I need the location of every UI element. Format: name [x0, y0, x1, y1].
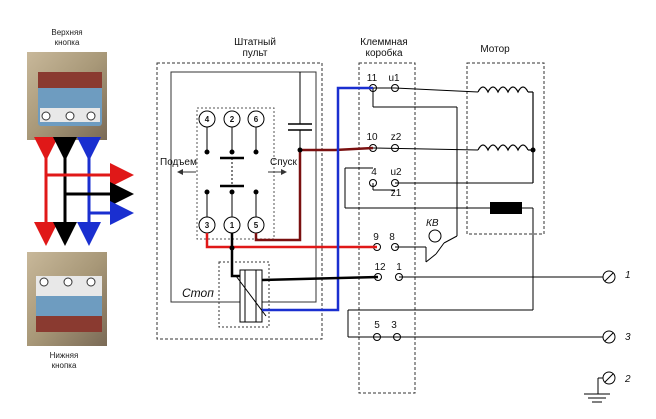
svg-text:4: 4 — [371, 167, 377, 178]
lower-label-1: Нижняя — [50, 351, 79, 360]
lower-button-photo — [27, 252, 107, 346]
svg-text:z2: z2 — [391, 132, 402, 143]
svg-text:1: 1 — [396, 262, 402, 273]
limit-switch-roller — [428, 229, 442, 243]
stop-switch — [235, 269, 267, 323]
motor-title: Мотор — [480, 44, 510, 55]
terminal-title-2: коробка — [365, 47, 402, 59]
motor-box — [466, 62, 545, 235]
photo-connection-arrows — [34, 137, 134, 246]
upper-label-1: Верхняя — [51, 28, 82, 37]
terminal-points — [369, 84, 403, 341]
upper-label-2: кнопка — [55, 38, 80, 47]
panel-title-1: Штатный — [234, 37, 276, 48]
svg-text:u2: u2 — [390, 167, 402, 178]
terminal-title-1: Клеммная — [360, 37, 407, 48]
capacitor — [288, 72, 312, 150]
up-label: Подъем — [160, 157, 197, 168]
switch-internals — [206, 127, 257, 217]
contacts-bottom: 3 1 5 — [198, 216, 265, 234]
contacts-top: 4 2 6 — [198, 110, 265, 128]
contact-4: 4 — [205, 115, 210, 124]
contact-3: 3 — [205, 221, 210, 230]
contact-5: 5 — [254, 221, 259, 230]
output-terminals — [602, 270, 616, 385]
stop-label: Стоп — [182, 286, 214, 300]
output-3: 3 — [625, 332, 631, 343]
terminal-labels: 11 u1 10 z2 4 u2 z1 9 8 12 1 5 3 — [366, 73, 402, 331]
panel-title-2: пульт — [242, 48, 267, 59]
contact-1: 1 — [230, 221, 235, 230]
lower-label-2: кнопка — [52, 361, 77, 370]
brake-coil — [490, 202, 522, 214]
motor-junction — [530, 147, 536, 153]
svg-text:z1: z1 — [391, 188, 402, 199]
svg-text:3: 3 — [391, 320, 397, 331]
svg-text:u1: u1 — [388, 73, 400, 84]
svg-text:10: 10 — [366, 132, 378, 143]
svg-text:5: 5 — [374, 320, 380, 331]
motor-windings — [477, 86, 534, 183]
limit-switch-label: КВ — [426, 218, 439, 229]
svg-text:8: 8 — [389, 232, 395, 243]
black-thin-wires — [344, 87, 610, 403]
down-label: Спуск — [270, 157, 298, 168]
svg-text:12: 12 — [374, 262, 386, 273]
stop-box — [218, 261, 270, 328]
contact-6: 6 — [254, 115, 259, 124]
terminal-box — [358, 62, 416, 394]
output-2: 2 — [624, 374, 631, 385]
switch-dots — [204, 149, 259, 195]
wire-junctions — [229, 147, 303, 251]
upper-button-photo — [27, 52, 107, 140]
contact-2: 2 — [230, 115, 235, 124]
svg-text:9: 9 — [373, 232, 379, 243]
svg-text:11: 11 — [367, 73, 378, 84]
panel-box — [156, 62, 323, 340]
output-1: 1 — [625, 270, 631, 281]
